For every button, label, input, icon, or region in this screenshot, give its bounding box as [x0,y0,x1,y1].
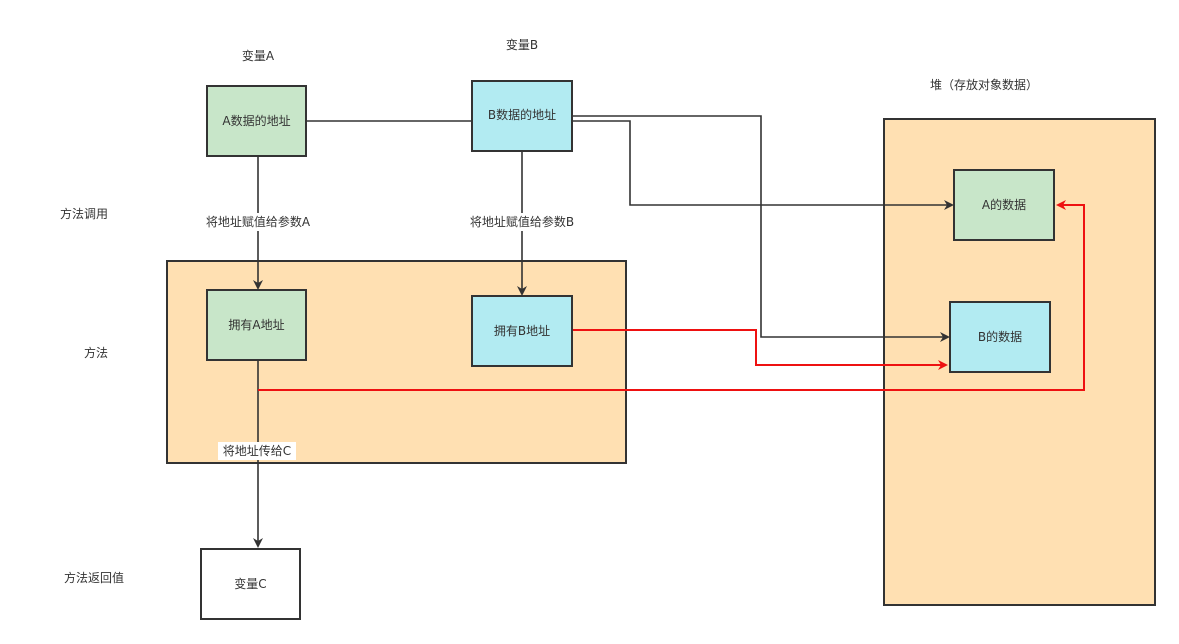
edge-b-addr-to-b-data [572,115,950,342]
assign-b-label-bg [463,213,581,231]
method-return-label: 方法返回值 [64,570,124,585]
node-a-data-label: A的数据 [982,197,1026,212]
node-a-data: A的数据 [953,169,1055,241]
edge-a-addr-to-a-data [306,120,954,210]
node-b-data-label: B的数据 [978,329,1022,344]
method-call-label: 方法调用 [60,206,108,221]
assign-a-label-bg [199,213,317,231]
method-label: 方法 [84,345,108,360]
node-has-a-address-label: 拥有A地址 [228,318,284,332]
node-b-address: B数据的地址 [471,80,573,152]
var-a-label: 变量A [242,48,275,63]
assign-a-label: 将地址赋值给参数A [206,214,311,229]
node-has-b-address-label: 拥有B地址 [494,324,550,338]
node-a-address-label: A数据的地址 [222,113,290,128]
heap-label: 堆（存放对象数据） [930,77,1038,92]
pass-c-label: 将地址传给C [223,443,291,458]
node-b-address-label: B数据的地址 [488,107,556,122]
edge-has-b-to-b-data [572,329,948,370]
node-has-b-address: 拥有B地址 [471,295,573,367]
node-var-c-label: 变量C [234,576,266,591]
var-b-label: 变量B [506,37,538,52]
node-b-data: B的数据 [949,301,1051,373]
pass-c-label-bg [218,442,296,460]
node-has-a-address: 拥有A地址 [206,289,307,361]
assign-b-label: 将地址赋值给参数B [470,214,574,229]
node-a-address: A数据的地址 [206,85,307,157]
node-var-c: 变量C [200,548,301,620]
edge-has-a-to-a-data [258,200,1085,391]
